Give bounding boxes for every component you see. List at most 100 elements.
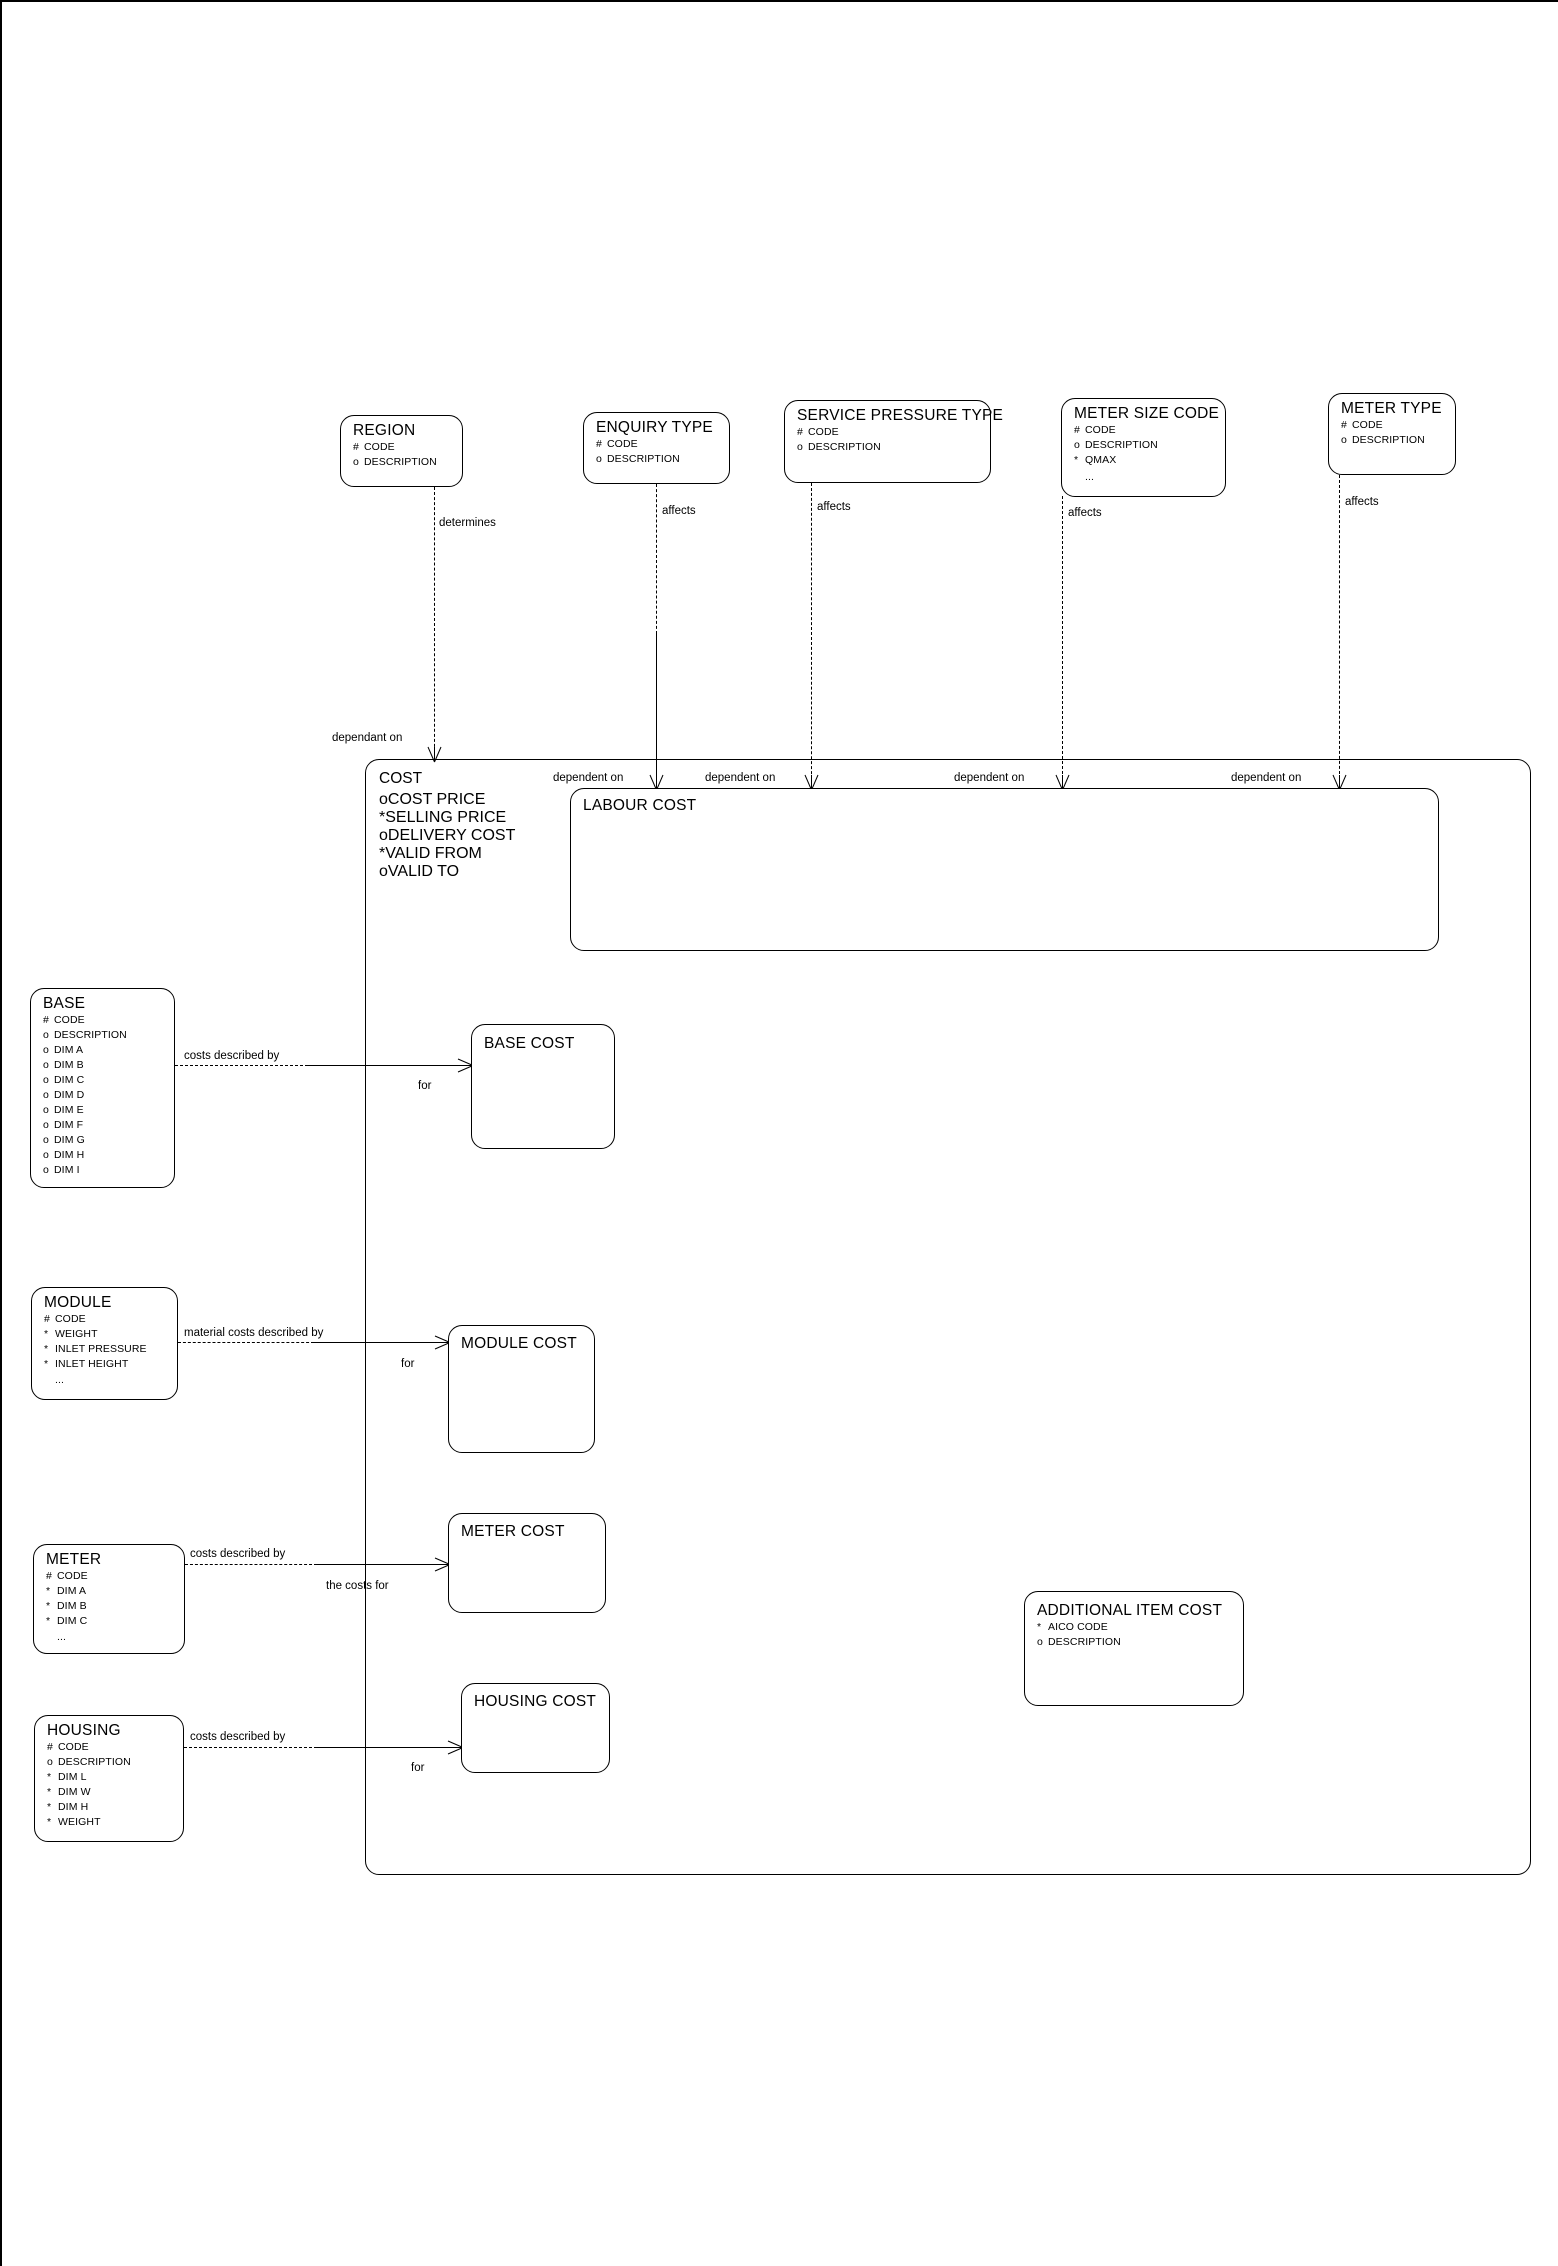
attr-mark: # [47,1741,53,1753]
relationship-line-enquiry-cost-upper [656,484,657,634]
attr-mark: * [46,1585,51,1597]
entity-module-cost[interactable]: MODULE COST [448,1325,595,1453]
attr-label: DIM A [54,1044,84,1056]
entity-attribute: ... [1074,470,1215,485]
relationship-line-module-modulecost-dashed [178,1342,314,1343]
attr-label: DESCRIPTION [58,1756,131,1768]
attr-label: DIM I [54,1164,80,1176]
relationship-line-meter-metercost-solid [314,1564,450,1565]
entity-attributes: oCOST PRICE *SELLING PRICE oDELIVERY COS… [379,791,515,881]
attr-label: DIM C [54,1074,85,1086]
relationship-label-material-costs-described-by: material costs described by [184,1327,324,1339]
attr-mark: * [1074,454,1079,466]
relationship-line-base-basecost-dashed [175,1065,308,1066]
attr-label: ... [57,1631,67,1643]
crows-foot-meter-metercost [434,1556,451,1573]
attr-label: DIM B [57,1600,87,1612]
attr-label: DIM G [54,1134,85,1146]
relationship-label-dependent-on-enquiry: dependent on [553,772,624,784]
entity-attribute: # CODE [1074,423,1215,438]
attr-mark: o [43,1164,49,1176]
entity-attribute: o DIM C [43,1073,164,1088]
crows-foot-module-modulecost [434,1334,451,1351]
relationship-label-dependent-on-metertype: dependent on [1231,772,1302,784]
attr-mark: * [47,1801,52,1813]
attr-label: ... [55,1374,65,1386]
attr-mark: o [353,456,359,468]
crows-foot-base-basecost [457,1057,474,1074]
crows-foot-region-cost [426,746,443,763]
entity-attribute: #CODE [46,1569,174,1584]
attr-mark: o [43,1134,49,1146]
attr-mark: o [1074,439,1080,451]
entity-meter-cost[interactable]: METER COST [448,1513,606,1613]
entity-title: HOUSING COST [474,1693,597,1710]
attr-mark: o [43,1029,49,1041]
entity-module[interactable]: MODULE #CODE *WEIGHT *INLET PRESSURE *IN… [31,1287,178,1400]
attr-label: DESCRIPTION [1352,434,1425,446]
attr-label: DIM L [58,1771,87,1783]
entity-title: BASE [43,995,86,1012]
relationship-label-affects-metersize: affects [1068,507,1102,519]
entity-attribute: *VALID FROM [379,845,515,863]
entity-cost[interactable]: COST oCOST PRICE *SELLING PRICE oDELIVER… [365,759,1531,1875]
entity-attribute: o DIM I [43,1163,164,1178]
attr-label: ... [1085,471,1095,483]
attr-mark: # [43,1014,49,1026]
attr-label: DESCRIPTION [1048,1636,1121,1648]
attr-mark: * [1037,1621,1042,1633]
attr-mark: o [47,1756,53,1768]
entity-housing-cost[interactable]: HOUSING COST [461,1683,610,1773]
attr-label: DIM B [54,1059,84,1071]
attr-mark: * [47,1786,52,1798]
entity-attribute: * DIM L [47,1770,173,1785]
attr-label: DESCRIPTION [54,1029,127,1041]
attr-mark: # [1074,424,1080,436]
attr-label: INLET PRESSURE [55,1343,147,1355]
entity-title: METER COST [461,1523,565,1540]
attr-label: DESCRIPTION [607,453,680,465]
entity-attribute: ... [44,1373,167,1388]
attr-mark: o [43,1044,49,1056]
attr-mark: o [43,1074,49,1086]
crows-foot-metertype-cost [1331,774,1348,791]
attr-label: CODE [1085,424,1116,436]
entity-attribute: #CODE [797,425,980,440]
entity-meter[interactable]: METER #CODE *DIM A *DIM B *DIM C ... [33,1544,185,1654]
entity-attribute: #CODE [47,1740,173,1755]
entity-attribute: *SELLING PRICE [379,809,515,827]
crows-foot-housing-housingcost [447,1739,464,1756]
relationship-line-metersize-cost [1062,496,1063,789]
attr-label: QMAX [1085,454,1117,466]
attr-label: DESCRIPTION [808,441,881,453]
entity-attribute: *INLET HEIGHT [44,1357,167,1372]
entity-attribute: *WEIGHT [44,1327,167,1342]
entity-attribute: *DIM B [46,1599,174,1614]
entity-attribute: *WEIGHT [47,1815,173,1830]
entity-title: METER [46,1551,102,1568]
relationship-label-costs-described-by-housing: costs described by [190,1731,286,1743]
entity-base-cost[interactable]: BASE COST [471,1024,615,1149]
relationship-label-dependant-on: dependant on [332,732,403,744]
entity-attribute: *DIM W [47,1785,173,1800]
attr-mark: * [44,1343,49,1355]
attr-mark: o [1037,1636,1043,1648]
attr-mark: * [47,1771,52,1783]
attr-mark: o [43,1119,49,1131]
entity-title: METER SIZE CODE [1074,405,1220,422]
relationship-label-affects-metertype: affects [1345,496,1379,508]
entity-attribute: *DIM H [47,1800,173,1815]
relationship-label-determines: determines [439,517,496,529]
entity-attribute: o DESCRIPTION [1037,1635,1233,1650]
entity-labour-cost[interactable]: LABOUR COST [570,788,1439,951]
